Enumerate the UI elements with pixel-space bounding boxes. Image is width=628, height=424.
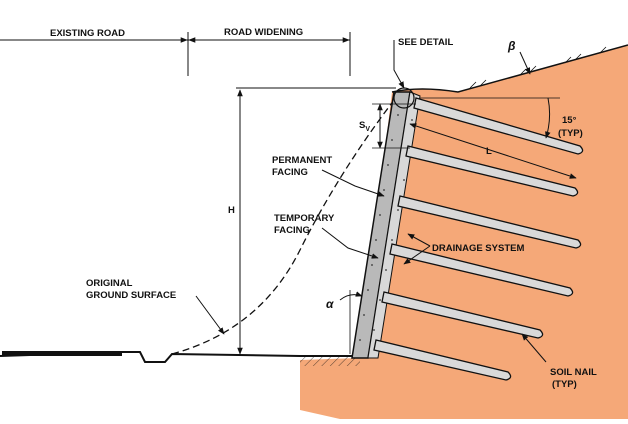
original-ground-label-1: ORIGINAL xyxy=(86,278,133,289)
drainage-leader-1 xyxy=(407,233,431,247)
alpha-label: α xyxy=(326,297,334,311)
angle-15-label: 15° xyxy=(562,115,577,126)
soil-nail-label-2: (TYP) xyxy=(552,379,577,390)
length-label: L xyxy=(486,146,492,157)
temporary-facing-label-2: FACING xyxy=(274,225,310,236)
see-detail-label: SEE DETAIL xyxy=(398,37,453,48)
base-hatch xyxy=(300,356,360,366)
ground-surface-line xyxy=(391,44,628,93)
leader-lines xyxy=(195,40,547,363)
length-dim-line xyxy=(409,123,577,179)
temporary-facing-leader xyxy=(321,227,379,259)
alpha-arc xyxy=(339,291,363,301)
drainage-system-label: DRAINAGE SYSTEM xyxy=(432,243,524,254)
original-ground-line xyxy=(0,351,360,363)
permanent-facing-label-2: FACING xyxy=(272,167,308,178)
road-widening-label: ROAD WIDENING xyxy=(224,27,303,38)
facing-texture xyxy=(359,114,413,341)
beta-label: β xyxy=(507,39,516,53)
soil-nail-3 xyxy=(397,195,582,249)
angle-typ-label: (TYP) xyxy=(558,128,583,139)
beta-arrow xyxy=(519,51,531,75)
original-ground-dashed xyxy=(171,94,399,355)
soil-nail-label-1: SOIL NAIL xyxy=(550,367,597,378)
angle-arc xyxy=(545,97,551,139)
soil-nail-6 xyxy=(373,339,512,381)
drainage-leader-2 xyxy=(403,245,431,265)
original-ground-label-2: GROUND SURFACE xyxy=(86,290,176,301)
existing-road-label: EXISTING ROAD xyxy=(50,28,125,39)
soil-nail-leader xyxy=(521,333,547,363)
see-detail-leader xyxy=(393,40,405,89)
height-label: H xyxy=(228,205,235,216)
original-ground-leader xyxy=(195,295,225,335)
sv-label: SV xyxy=(359,120,370,133)
road-surface-left xyxy=(2,351,122,356)
temporary-facing xyxy=(367,91,421,359)
temporary-facing-label-1: TEMPORARY xyxy=(274,213,335,224)
permanent-facing-leader xyxy=(321,169,385,197)
soil-nail-4 xyxy=(389,243,574,297)
soil-nail-5 xyxy=(381,291,544,339)
permanent-facing-label-1: PERMANENT xyxy=(272,155,332,166)
